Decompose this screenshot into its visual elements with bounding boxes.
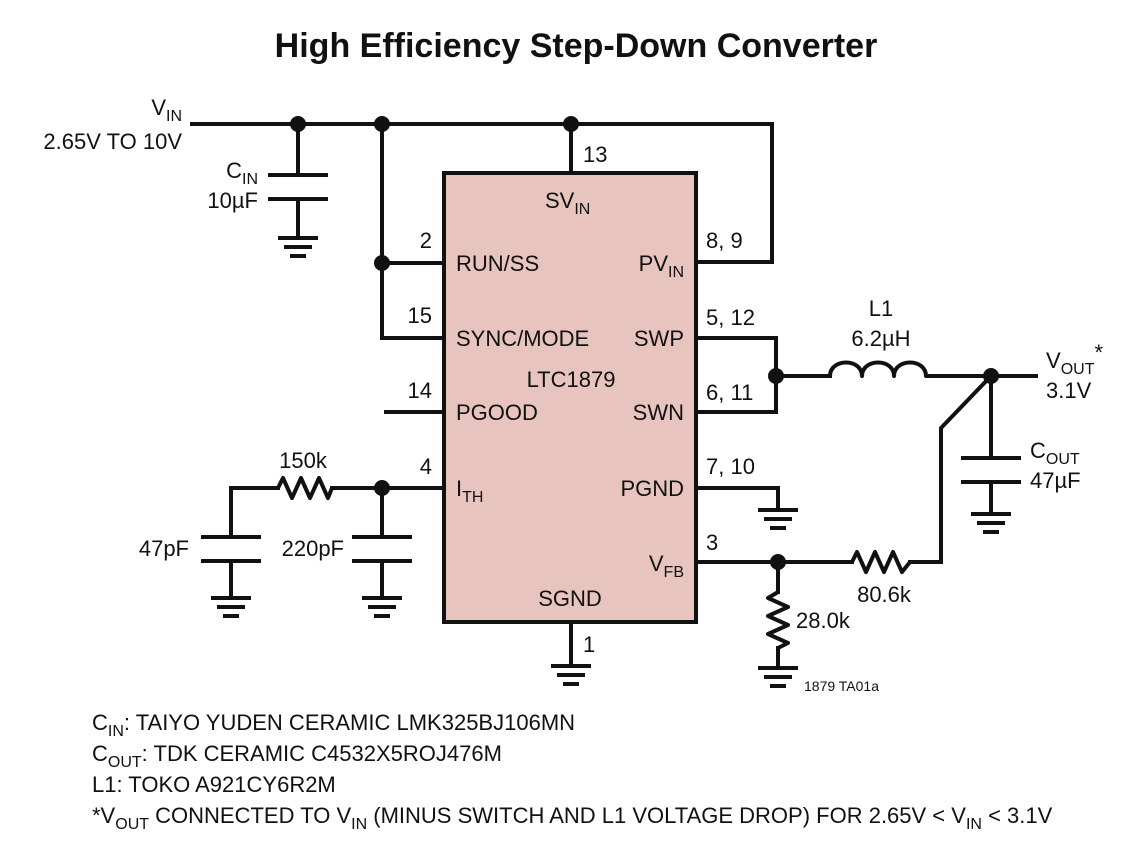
pin-label-pgnd: PGND bbox=[620, 476, 684, 501]
vin-range: 2.65V TO 10V bbox=[43, 129, 182, 154]
l1-label: L1 bbox=[869, 296, 893, 321]
capacitor-220pf-symbol bbox=[352, 535, 412, 563]
capacitor-cout-symbol bbox=[961, 456, 1021, 484]
ground-icon bbox=[278, 236, 318, 258]
resistor-150k-symbol bbox=[276, 476, 334, 500]
ground-icon bbox=[758, 508, 798, 530]
note-cin: CIN: TAIYO YUDEN CERAMIC LMK325BJ106MN bbox=[92, 710, 575, 740]
pin-label-sgnd: SGND bbox=[538, 586, 602, 611]
cout-label: COUT bbox=[1030, 438, 1080, 468]
pin-label-run-ss: RUN/SS bbox=[456, 251, 539, 276]
wires bbox=[190, 122, 1038, 670]
r-ith-value: 150k bbox=[279, 448, 328, 473]
ground-icon bbox=[758, 666, 798, 688]
vout-value: 3.1V bbox=[1046, 378, 1092, 403]
pin-number-pgood: 14 bbox=[408, 378, 432, 403]
ground-icon bbox=[362, 596, 402, 618]
pin-number-svin: 13 bbox=[583, 142, 607, 167]
capacitor-47pf-symbol bbox=[201, 535, 261, 563]
pin-label-sync-mode: SYNC/MODE bbox=[456, 326, 589, 351]
cin-label: CIN bbox=[226, 158, 258, 188]
vin-label: VIN bbox=[151, 95, 182, 125]
ic-body bbox=[442, 171, 698, 624]
ic-name: LTC1879 bbox=[527, 367, 616, 392]
note-l1: L1: TOKO A921CY6R2M bbox=[92, 772, 336, 797]
pin-number-vfb: 3 bbox=[706, 530, 718, 555]
resistor-80k6-symbol bbox=[850, 550, 912, 574]
r-fb-bottom-value: 28.0k bbox=[796, 608, 851, 633]
pin-number-swp: 5, 12 bbox=[706, 305, 755, 330]
inductor-l1-symbol bbox=[828, 360, 932, 378]
pin-number-sync: 15 bbox=[408, 303, 432, 328]
ground-icon bbox=[971, 512, 1011, 534]
pin-number-run-ss: 2 bbox=[420, 228, 432, 253]
ground-icon bbox=[211, 596, 251, 618]
note-vout: *VOUT CONNECTED TO VIN (MINUS SWITCH AND… bbox=[92, 803, 1053, 833]
c-220pf-value: 220pF bbox=[282, 536, 344, 561]
cout-value: 47µF bbox=[1030, 468, 1081, 493]
pin-label-swn: SWN bbox=[633, 400, 684, 425]
vout-label: VOUT* bbox=[1046, 340, 1103, 378]
capacitor-cin-symbol bbox=[268, 173, 328, 201]
diagram-title: High Efficiency Step-Down Converter bbox=[275, 27, 878, 65]
pin-label-swp: SWP bbox=[634, 326, 684, 351]
junction-dot bbox=[983, 368, 999, 384]
junction-dot bbox=[290, 116, 306, 132]
pin-number-sgnd: 1 bbox=[583, 632, 595, 657]
junction-dot bbox=[374, 116, 390, 132]
pin-label-ith: ITH bbox=[456, 476, 483, 506]
r-fb-top-value: 80.6k bbox=[857, 582, 912, 607]
junction-dot bbox=[374, 255, 390, 271]
pin-number-pgnd: 7, 10 bbox=[706, 454, 755, 479]
pin-label-vfb: VFB bbox=[649, 551, 684, 581]
l1-value: 6.2µH bbox=[851, 326, 910, 351]
junction-dot bbox=[768, 368, 784, 384]
pin-number-swn: 6, 11 bbox=[706, 380, 753, 405]
junction-dot bbox=[374, 480, 390, 496]
ground-icon bbox=[551, 664, 591, 686]
figure-id: 1879 TA01a bbox=[804, 678, 879, 694]
pin-number-pvin: 8, 9 bbox=[706, 228, 743, 253]
c-47pf-value: 47pF bbox=[139, 536, 189, 561]
pin-number-ith: 4 bbox=[420, 454, 432, 479]
junction-dot bbox=[563, 116, 579, 132]
resistor-28k0-symbol bbox=[766, 590, 790, 650]
pin-label-svin: SVIN bbox=[545, 188, 590, 218]
pin-label-pvin: PVIN bbox=[639, 251, 684, 281]
pin-label-pgood: PGOOD bbox=[456, 400, 538, 425]
note-cout: COUT: TDK CERAMIC C4532X5ROJ476M bbox=[92, 741, 502, 771]
junction-dot bbox=[770, 554, 786, 570]
cin-value: 10µF bbox=[207, 188, 258, 213]
